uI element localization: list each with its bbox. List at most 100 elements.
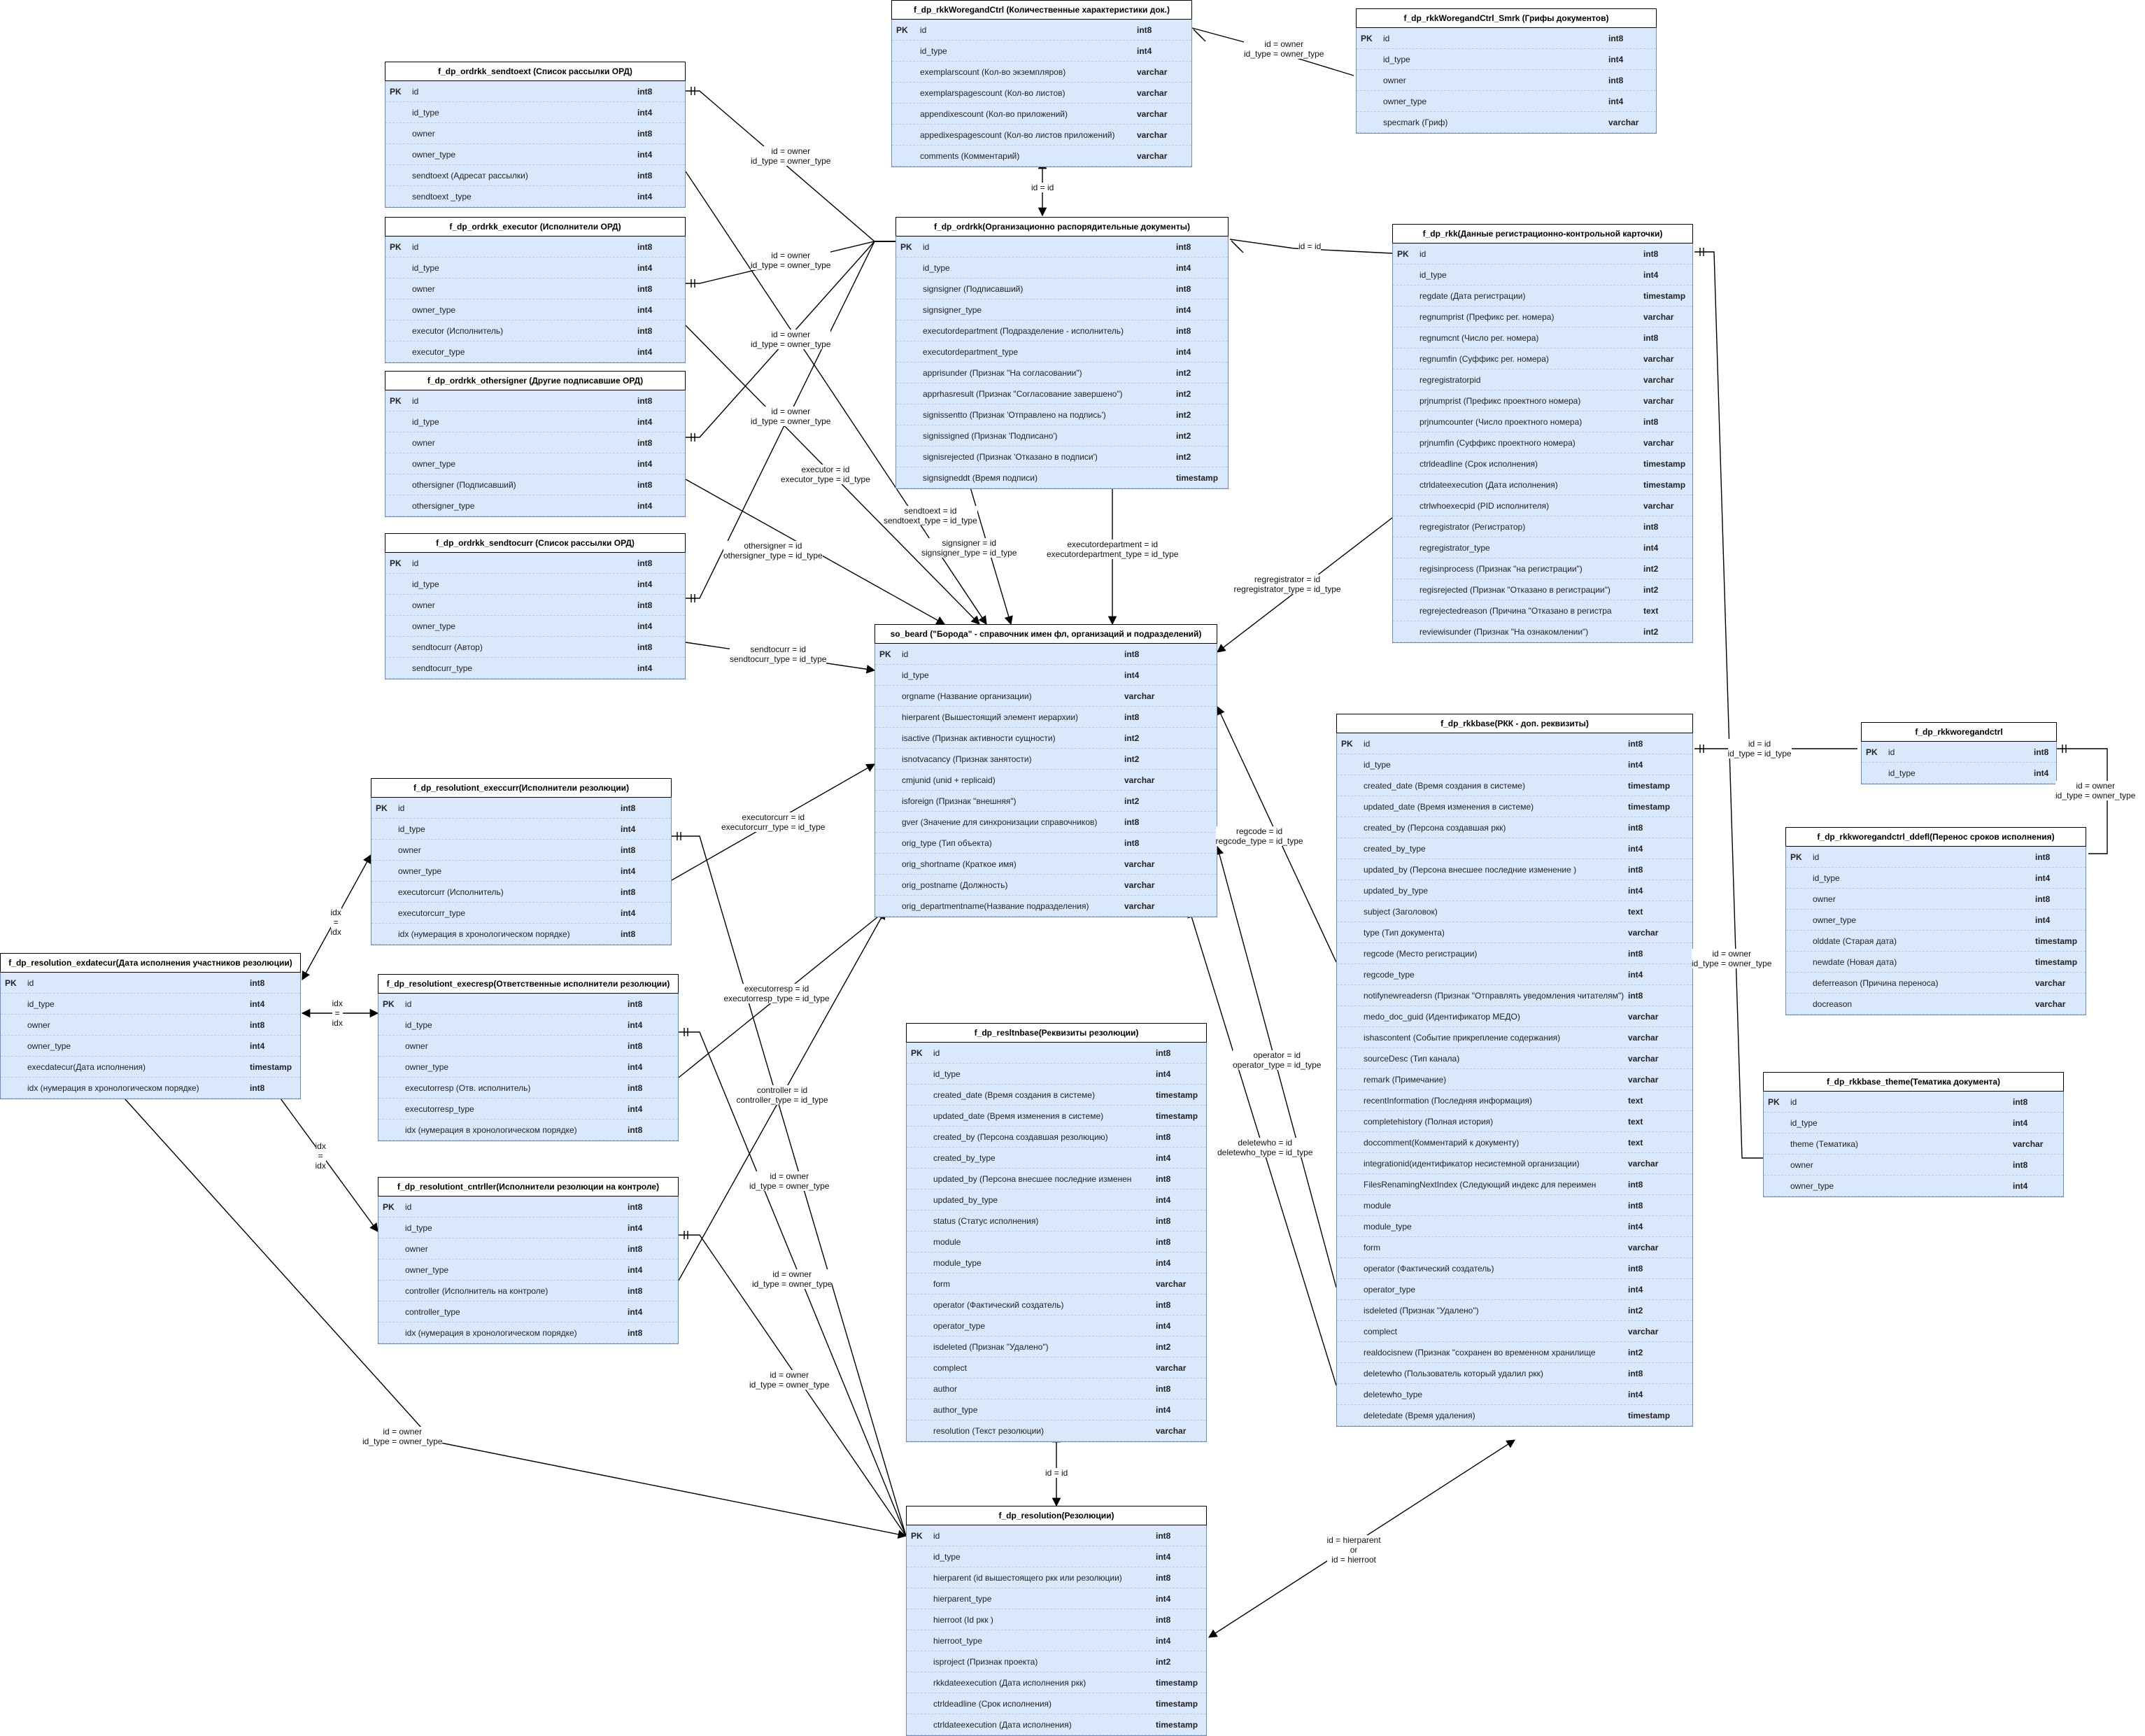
table-row[interactable]: execdatecur(Дата исполнения)timestamp: [1, 1057, 300, 1078]
table-row[interactable]: orig_shortname (Краткое имя)varchar: [875, 854, 1217, 875]
table-sendtocurr[interactable]: f_dp_ordrkk_sendtocurr (Список рассылки …: [384, 532, 686, 679]
table-row[interactable]: isproject (Признак проекта)int2: [907, 1651, 1206, 1672]
table-row[interactable]: executor (Исполнитель)int8: [385, 320, 685, 341]
table-row[interactable]: hierparent (Вышестоящий элемент иерархии…: [875, 707, 1217, 728]
table-row[interactable]: comments (Комментарий)varchar: [892, 146, 1191, 167]
table-row[interactable]: isdeleted (Признак "Удалено")int2: [1337, 1300, 1692, 1321]
table-row[interactable]: signsigner (Подписавший)int8: [896, 278, 1228, 299]
table-row[interactable]: deletewho (Пользователь который удалил р…: [1337, 1363, 1692, 1384]
table-row[interactable]: operator (Фактический создатель)int8: [907, 1294, 1206, 1315]
table-execcurr[interactable]: f_dp_resolutiont_execcurr(Исполнители ре…: [370, 777, 672, 945]
table-row[interactable]: signissentto (Признак 'Отправлено на под…: [896, 404, 1228, 425]
table-row[interactable]: notifynewreadersn (Признак "Отправлять у…: [1337, 985, 1692, 1006]
table-row[interactable]: sourceDesc (Тип канала)varchar: [1337, 1048, 1692, 1069]
table-row[interactable]: deferreason (Причина переноса)varchar: [1786, 973, 2086, 994]
table-cntrller[interactable]: f_dp_resolutiont_cntrller(Исполнители ре…: [377, 1176, 679, 1344]
table-row[interactable]: rkkdateexecution (Дата исполнения ркк)ti…: [907, 1672, 1206, 1693]
table-execresp[interactable]: f_dp_resolutiont_execresp(Ответственные …: [377, 973, 679, 1141]
table-row[interactable]: prjnumcounter (Число проектного номера)i…: [1393, 411, 1692, 432]
table-row[interactable]: operator (Фактический создатель)int8: [1337, 1258, 1692, 1279]
table-row[interactable]: isforeign (Признак "внешняя")int2: [875, 791, 1217, 812]
table-row[interactable]: prjnumfin (Суффикс проектного номера)var…: [1393, 432, 1692, 453]
table-row[interactable]: reviewisunder (Признак "На ознакомлении"…: [1393, 621, 1692, 642]
table-row[interactable]: deletedate (Время удаления)timestamp: [1337, 1405, 1692, 1426]
table-row[interactable]: executorresp (Отв. исполнитель)int8: [378, 1078, 678, 1099]
table-row[interactable]: type (Тип документа)varchar: [1337, 922, 1692, 943]
table-row[interactable]: subject (Заголовок)text: [1337, 901, 1692, 922]
table-othersigner[interactable]: f_dp_ordrkk_othersigner (Другие подписав…: [384, 370, 686, 517]
table-row[interactable]: apprisunder (Признак "На согласовании")i…: [896, 362, 1228, 383]
table-row[interactable]: regrejectedreason (Причина "Отказано в р…: [1393, 600, 1692, 621]
table-rkk[interactable]: f_dp_rkk(Данные регистрационно-контрольн…: [1392, 223, 1694, 643]
table-row[interactable]: ctrldateexecution (Дата исполнения)times…: [907, 1714, 1206, 1735]
table-row[interactable]: medo_doc_guid (Идентификатор МЕДО)varcha…: [1337, 1006, 1692, 1027]
table-row[interactable]: updated_by (Персона внесшее последние из…: [1337, 859, 1692, 880]
table-row[interactable]: olddate (Старая дата)timestamp: [1786, 931, 2086, 952]
table-row[interactable]: ctrlwhoexecpid (PID исполнителя)varchar: [1393, 495, 1692, 516]
table-row[interactable]: created_date (Время создания в системе)t…: [1337, 775, 1692, 796]
table-row[interactable]: appendixescount (Кол-во приложений)varch…: [892, 104, 1191, 125]
table-theme[interactable]: f_dp_rkkbase_theme(Тематика документа)PK…: [1762, 1071, 2065, 1197]
table-row[interactable]: hierparent (id вышестоящего ркк или резо…: [907, 1567, 1206, 1588]
table-ordrkk[interactable]: f_dp_ordrkk(Организационно распорядитель…: [895, 216, 1229, 489]
table-row[interactable]: cmjunid (unid + replicaid)varchar: [875, 770, 1217, 791]
table-row[interactable]: prjnumprist (Префикс проектного номера)v…: [1393, 390, 1692, 411]
table-row[interactable]: orgname (Название организации)varchar: [875, 686, 1217, 707]
table-row[interactable]: idx (нумерация в хронологическом порядке…: [378, 1322, 678, 1343]
table-row[interactable]: regnumprist (Префикс рег. номера)varchar: [1393, 306, 1692, 327]
table-row[interactable]: idx (нумерация в хронологическом порядке…: [378, 1120, 678, 1141]
table-row[interactable]: signisrejected (Признак 'Отказано в подп…: [896, 446, 1228, 467]
table-row[interactable]: realdocisnew (Признак "сохранен во време…: [1337, 1342, 1692, 1363]
table-row[interactable]: created_by (Персона создавшая ркк)int8: [1337, 817, 1692, 838]
